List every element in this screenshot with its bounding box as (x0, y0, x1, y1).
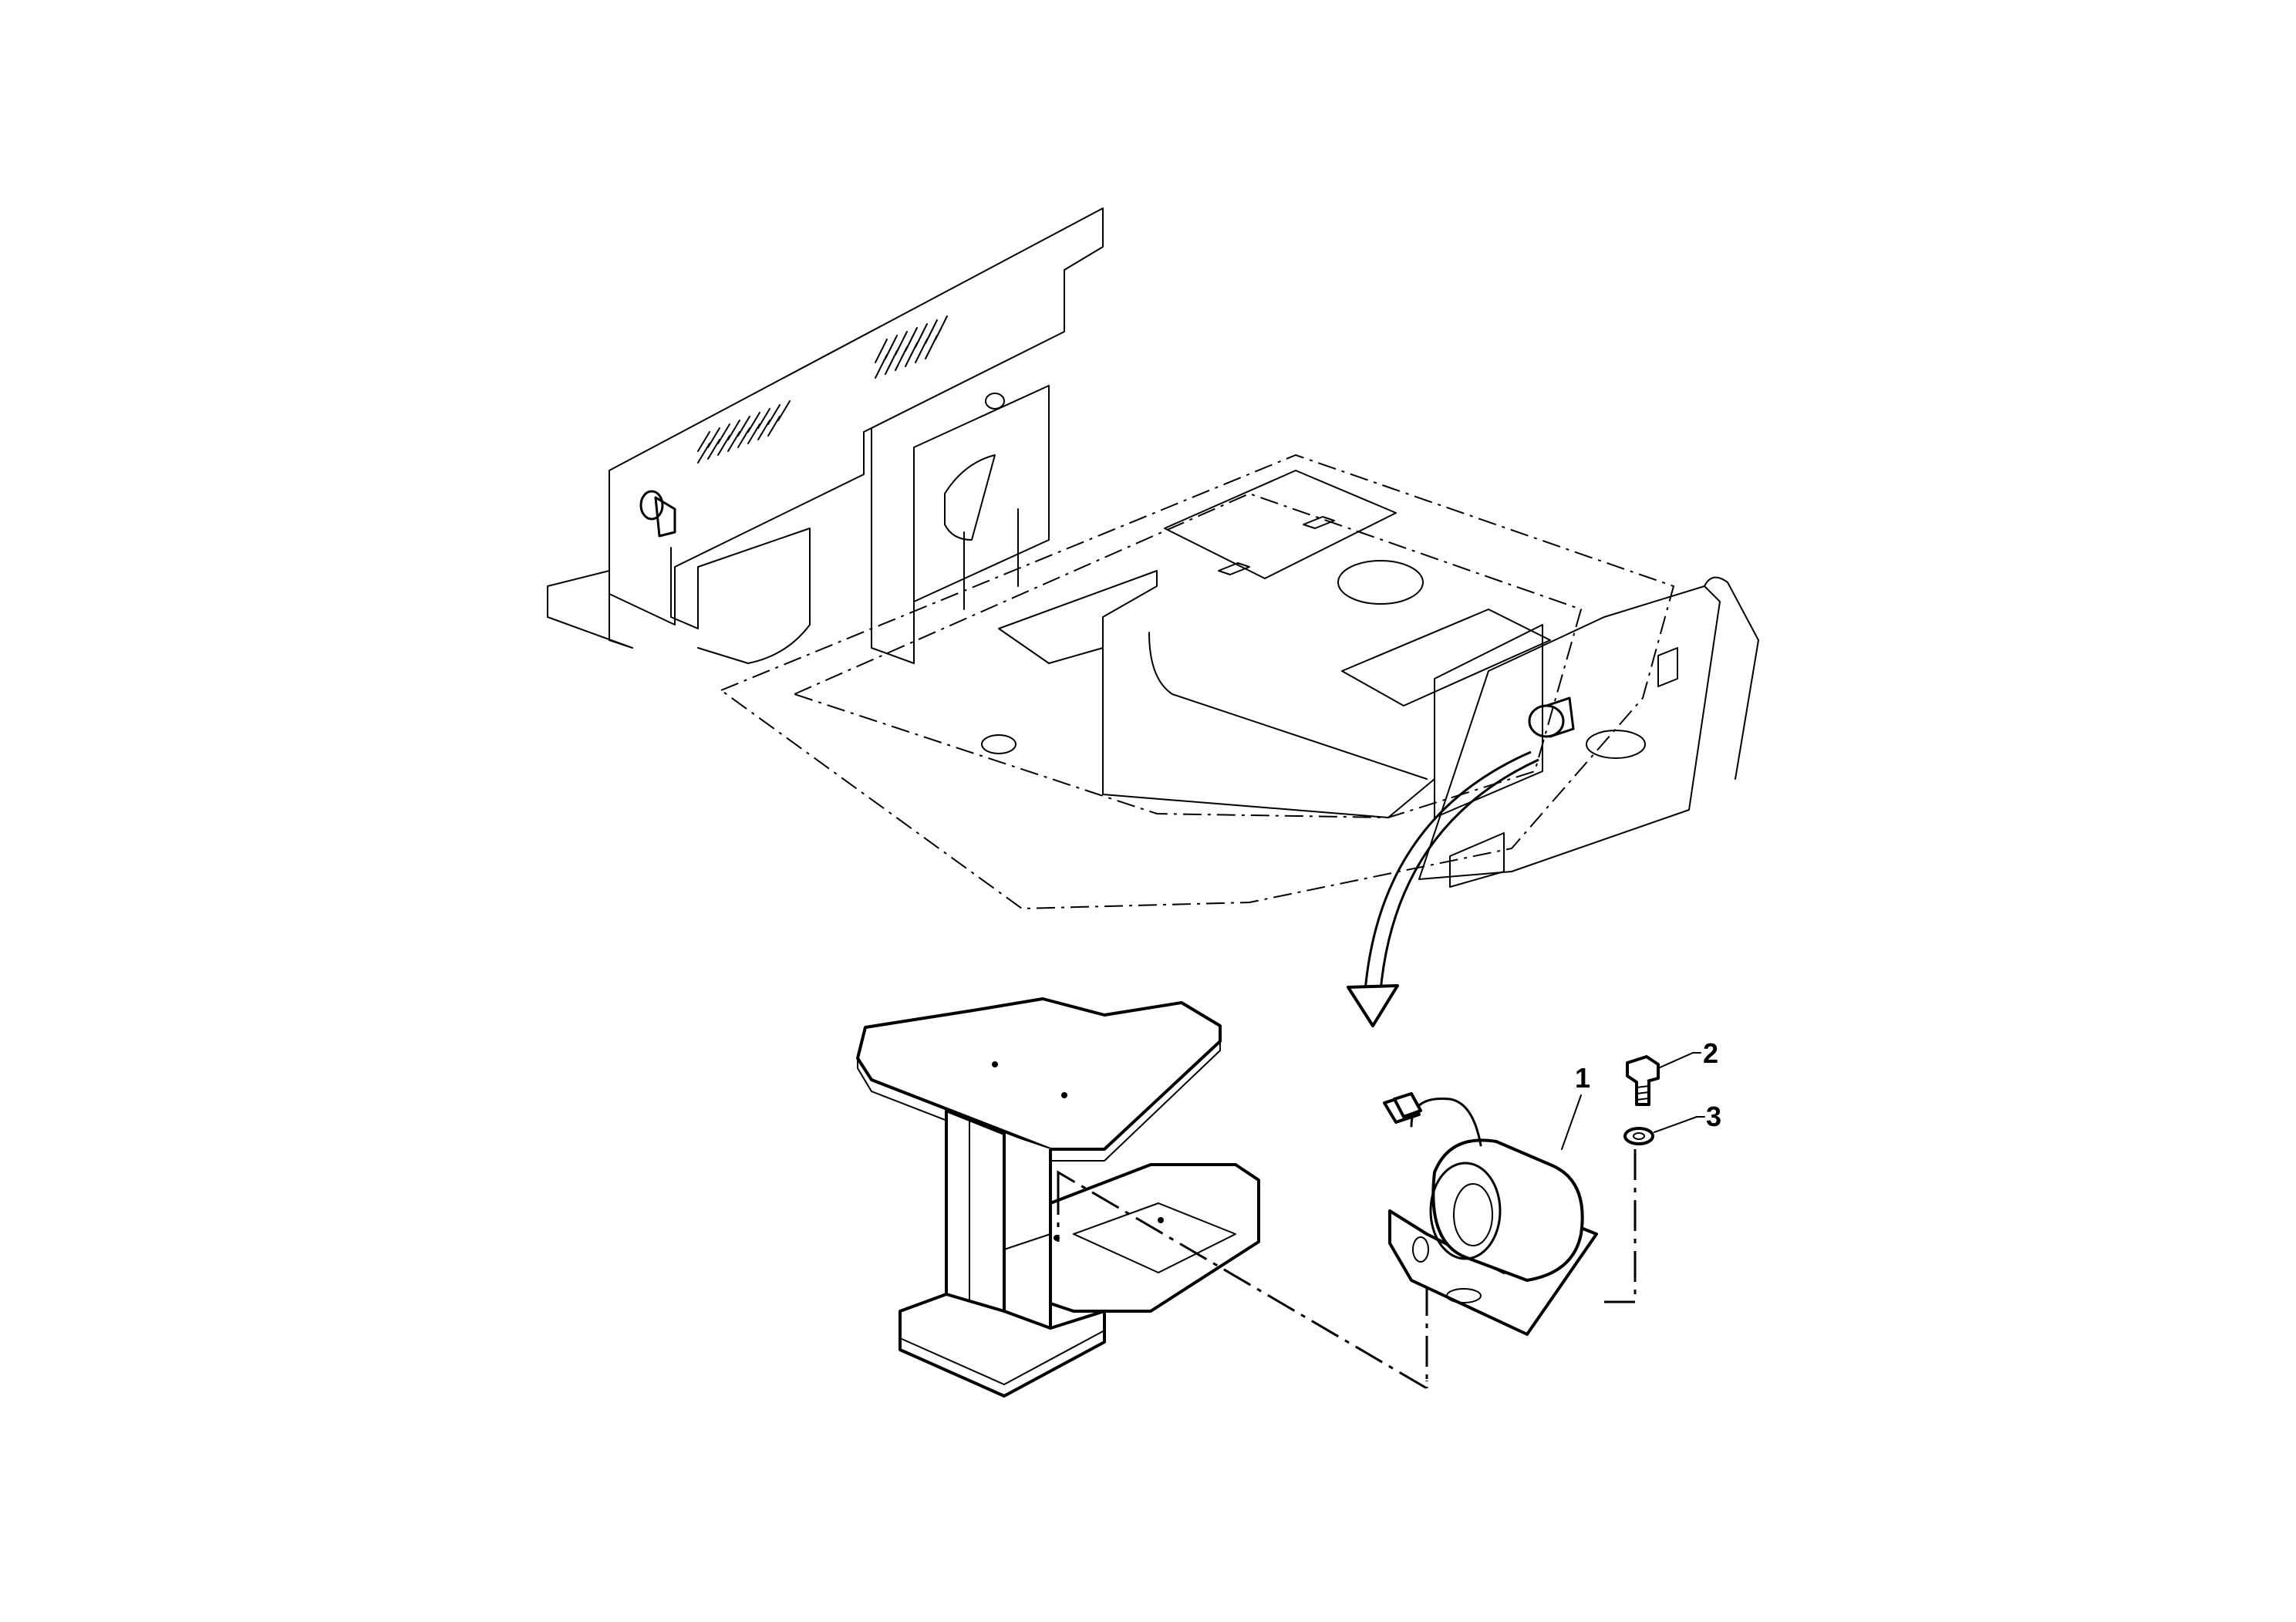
chassis-frame (547, 207, 1759, 910)
bolt (1626, 1055, 1660, 1106)
horn-installed (1528, 696, 1575, 738)
detail-arrow (1347, 750, 1539, 1027)
horn-original-location (639, 490, 676, 538)
callout-2: 2 (1703, 1037, 1718, 1069)
callout-3: 3 (1706, 1101, 1721, 1132)
vent-grille-left (697, 400, 791, 464)
leader-line-3 (1654, 1116, 1705, 1133)
vent-grille-right (875, 315, 948, 379)
backup-alarm-horn (1383, 1092, 1598, 1336)
mounting-pedestal (856, 997, 1260, 1398)
washer (1623, 1127, 1654, 1145)
leader-line-2 (1657, 1052, 1701, 1069)
callout-1: 1 (1575, 1062, 1590, 1094)
leader-line-1 (1561, 1094, 1582, 1150)
